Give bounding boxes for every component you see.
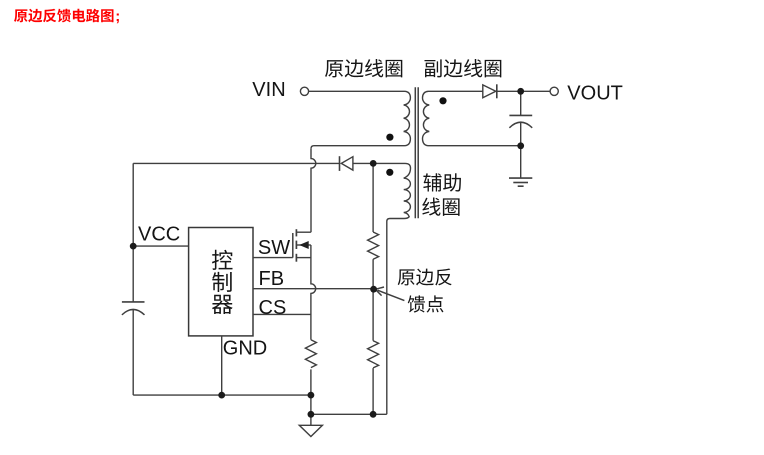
svg-text:SW: SW (258, 237, 290, 259)
svg-text:VCC: VCC (138, 224, 180, 246)
svg-text:FB: FB (259, 268, 285, 290)
svg-text:CS: CS (259, 297, 287, 319)
svg-text:VOUT: VOUT (567, 83, 623, 105)
svg-text:;: ; (115, 8, 120, 25)
svg-text:VIN: VIN (252, 79, 285, 101)
svg-text:GND: GND (223, 338, 267, 360)
